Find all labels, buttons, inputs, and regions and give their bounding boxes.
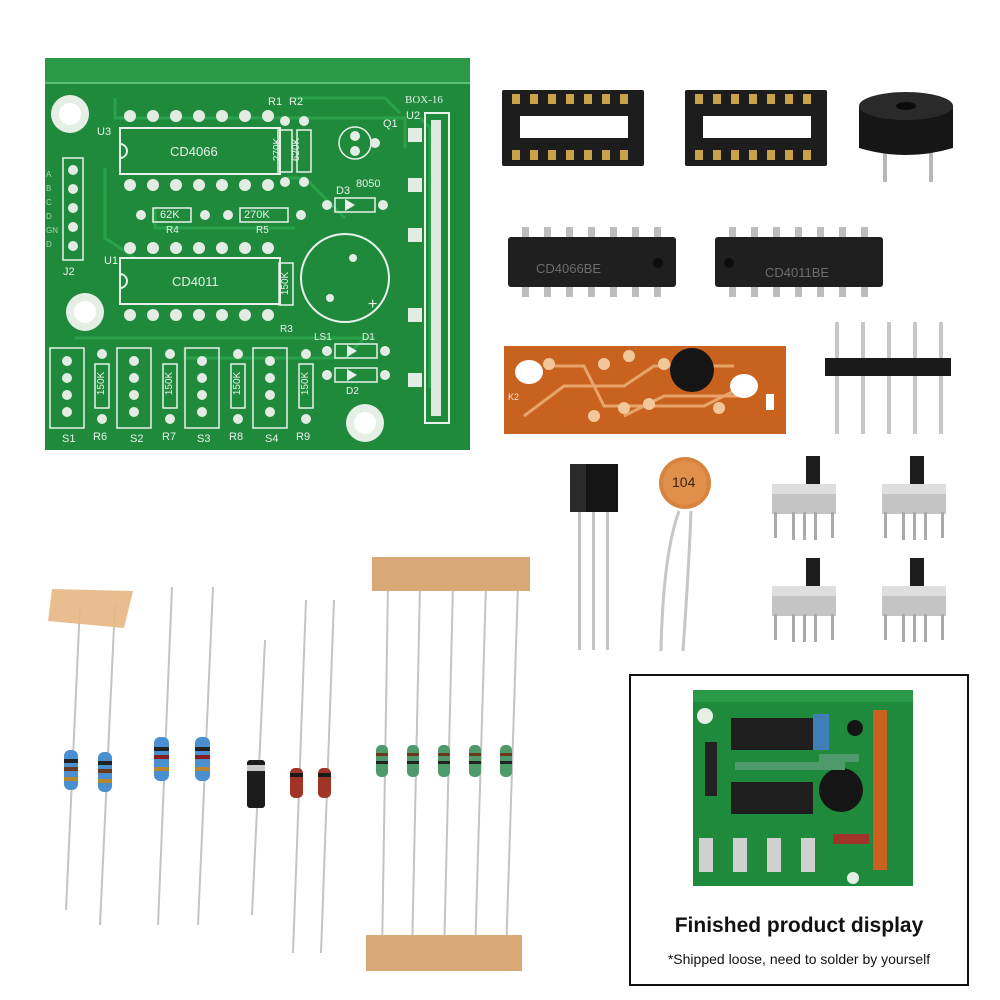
r7-value: 150K [164,371,176,396]
sound-module-label: K2 [508,392,520,402]
chip-cd4066be: CD4066BE [506,227,678,297]
u1-footprint [119,257,281,305]
mount-hole-top-left [51,95,89,133]
q1-part-label: 8050 [356,178,381,190]
j2-label: J2 [63,266,75,278]
r8-value: 150K [232,371,244,396]
d3-label: D3 [336,185,351,197]
transistor [570,464,618,650]
s4-label: S4 [265,433,279,445]
pcb-board-name: BOX-16 [405,94,443,106]
u1-chip-label: CD4011 [172,274,219,289]
s1-label: S1 [62,433,76,445]
buzzer-plus-sign: + [368,296,378,313]
r2-value: 620K [291,137,303,162]
r9-label: R9 [296,431,311,443]
r3-value: 150K [280,271,292,296]
ic-socket-right [685,90,827,166]
r4-value: 62K [160,209,180,221]
j2-header-footprint [62,157,84,261]
finished-product-panel: Finished product display *Shipped loose,… [629,674,969,986]
caption-note: *Shipped loose, need to solder by yourse… [667,951,931,967]
u2-slot [408,112,450,424]
r4-label: R4 [166,225,179,236]
pcb-board [45,58,470,450]
rectifier-diode [247,639,266,916]
j2-pin-labels: A B C D GND [46,170,58,249]
s2-label: S2 [130,433,144,445]
resistor-pair-middle [154,586,214,926]
mount-hole-mid-left [66,293,104,331]
d1-label: D1 [362,332,375,343]
buzzer-footprint [300,233,390,323]
capacitor-code: 104 [672,474,696,490]
buzzer [859,92,953,182]
r6-label: R6 [93,431,108,443]
slide-switch-2 [882,456,946,540]
r8-label: R8 [229,431,244,443]
u1-label: U1 [104,255,119,267]
q1-footprint [338,126,380,160]
finished-product-photo [693,690,913,886]
ic-socket-left [502,90,644,166]
resistor-pair-left [48,589,133,926]
pin-header [825,322,951,434]
u3-chip-label: CD4066 [170,144,218,159]
chip-cd4066be-label: CD4066BE [536,261,602,276]
chip-cd4011be-label: CD4011BE [765,265,830,280]
sound-module: K2 [504,346,786,434]
s3-label: S3 [197,433,211,445]
r2-label: R2 [289,96,304,108]
ls1-label: LS1 [314,332,332,343]
caption-title: Finished product display [674,914,924,937]
d2-label: D2 [346,386,359,397]
r3-label: R3 [280,324,293,335]
r5-label: R5 [256,225,269,236]
slide-switch-1 [772,456,836,540]
r1-label: R1 [268,96,283,108]
ceramic-capacitor: 104 [655,455,715,655]
r1-value: 270K [272,137,284,162]
q1-label: Q1 [383,118,398,130]
switch-footprints [49,347,288,429]
chip-cd4011be: CD4011BE [713,227,885,297]
r7-label: R7 [162,431,177,443]
u2-label: U2 [406,110,421,122]
slide-switch-3 [772,558,836,642]
u3-label: U3 [97,126,112,138]
loose-components [48,557,530,971]
r6-value: 150K [96,371,108,396]
resistor-tape-strip [366,557,530,971]
signal-diodes [290,599,335,954]
u3-footprint [119,127,281,175]
mount-hole-bottom-right [346,404,384,442]
slide-switch-4 [882,558,946,642]
r9-value: 150K [300,371,312,396]
r5-value: 270K [244,209,270,221]
